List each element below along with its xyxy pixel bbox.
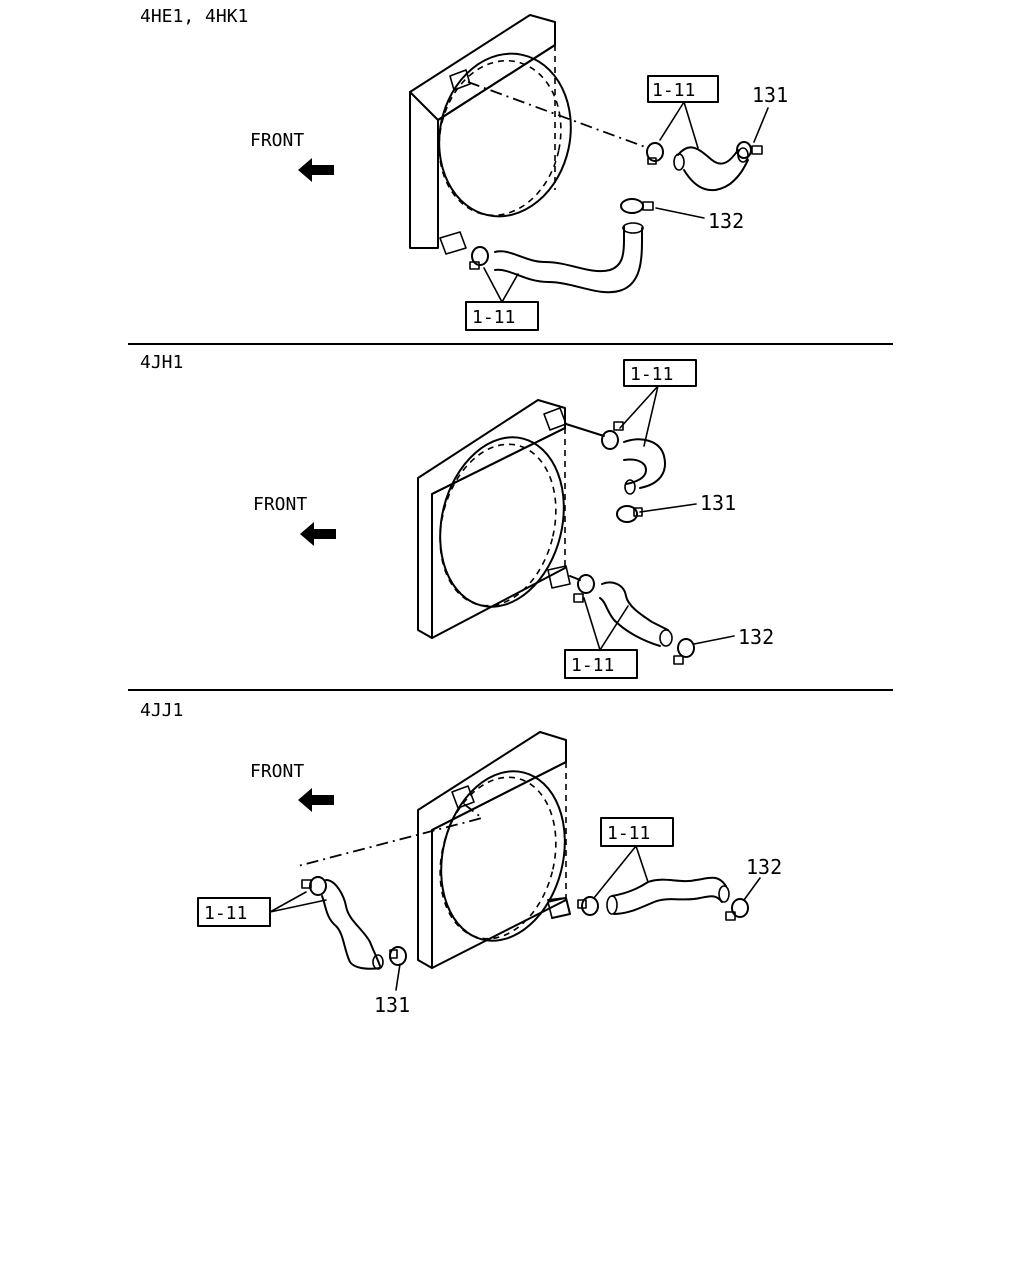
front-arrow-icon — [298, 788, 334, 812]
callout-clamp-132: 132 — [708, 209, 744, 233]
front-label: FRONT — [253, 494, 307, 515]
front-arrow-icon — [298, 158, 334, 182]
right-hose — [547, 876, 730, 919]
front-label: FRONT — [250, 130, 304, 151]
callout-box — [623, 359, 697, 387]
leader-line — [593, 845, 649, 899]
leader-line — [659, 101, 699, 149]
radiator-shroud — [417, 731, 571, 969]
engine-label: 4JH1 — [140, 352, 183, 373]
callout-hose-lower: 1-11 — [571, 655, 614, 676]
engine-label: 4HE1, 4HK1 — [140, 6, 248, 27]
callout-hose-left: 1-11 — [204, 903, 247, 924]
leader-line — [583, 597, 629, 651]
front-arrow-icon — [300, 522, 336, 546]
callout-clamp-131: 131 — [374, 993, 410, 1017]
lower-hose — [569, 575, 673, 647]
clamp-icon — [601, 421, 624, 450]
upper-hose — [565, 423, 666, 495]
left-hose — [321, 879, 384, 970]
callout-clamp-132: 132 — [746, 855, 782, 879]
radiator-shroud — [409, 14, 572, 255]
radiator-shroud — [417, 399, 571, 639]
section-4jj1: 4JJ1 FRONT 1-11 — [140, 700, 782, 1017]
clamp-icon — [577, 896, 599, 916]
clamp-icon — [725, 898, 749, 921]
callout-box — [600, 817, 674, 847]
clamp-icon — [469, 246, 489, 270]
lower-hose — [494, 222, 644, 294]
callout-hose-right: 1-11 — [607, 823, 650, 844]
clamp-icon — [646, 142, 664, 165]
leader-line — [619, 385, 659, 447]
alignment-line — [467, 81, 649, 149]
callout-clamp-131: 131 — [700, 491, 736, 515]
clamp-icon — [616, 505, 643, 523]
leader-line — [269, 891, 327, 913]
leader-line — [753, 107, 769, 143]
clamp-icon — [736, 141, 763, 159]
callout-hose-upper: 1-11 — [652, 80, 695, 101]
callout-hose-lower: 1-11 — [472, 307, 515, 328]
leader-line — [693, 635, 735, 645]
clamp-icon — [573, 574, 595, 603]
clamp-icon — [301, 876, 327, 896]
engine-label: 4JJ1 — [140, 700, 183, 721]
callout-clamp-131: 131 — [752, 83, 788, 107]
callout-box — [647, 75, 719, 103]
leader-line — [655, 207, 705, 219]
leader-line — [743, 877, 761, 901]
section-4he1-4hk1: 4HE1, 4HK1 FRONT — [140, 6, 788, 331]
front-label: FRONT — [250, 761, 304, 782]
clamp-icon — [620, 198, 654, 214]
callout-box — [564, 649, 638, 679]
alignment-line — [297, 803, 484, 867]
leader-line — [483, 267, 519, 303]
leader-line — [395, 963, 401, 991]
clamp-icon — [389, 946, 407, 966]
callout-clamp-132: 132 — [738, 625, 774, 649]
callout-hose-upper: 1-11 — [630, 364, 673, 385]
clamp-icon — [673, 638, 695, 665]
leader-line — [639, 503, 697, 513]
upper-hose — [673, 146, 749, 192]
section-4jh1: 4JH1 FRONT 1-11 — [140, 352, 774, 679]
